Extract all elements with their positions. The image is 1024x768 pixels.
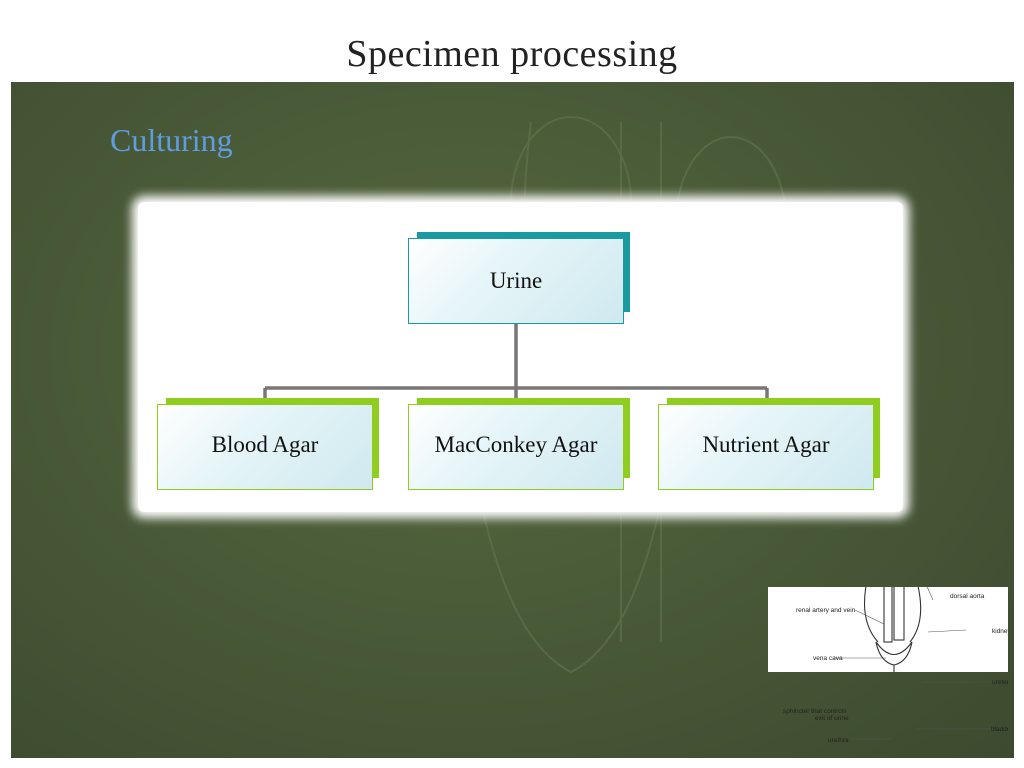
blood-agar-node: Blood Agar: [157, 398, 379, 490]
label-sphincter-1: sphincter that controls: [783, 708, 847, 715]
label-sphincter-2: exit of urine: [815, 715, 849, 722]
macconkey-agar-label: MacConkey Agar: [408, 404, 624, 490]
label-bladder: bladder: [991, 726, 1008, 733]
label-urethra: urethra: [828, 737, 849, 744]
label-ureter: ureter: [992, 679, 1008, 686]
macconkey-agar-node: MacConkey Agar: [408, 398, 630, 490]
label-renal-artery: renal artery and vein: [796, 607, 856, 614]
label-vena-cava: vena cava: [813, 655, 843, 662]
chalkboard-background: Culturing Urine Blood Agar MacConkey Aga…: [11, 82, 1014, 758]
label-dorsal-aorta: dorsal aorta: [950, 593, 985, 600]
slide-title: Specimen processing: [346, 33, 678, 75]
figure-leader-lines: [834, 587, 993, 740]
figure-background: [768, 587, 1008, 672]
urine-node-label: Urine: [408, 238, 624, 324]
blood-agar-label: Blood Agar: [157, 404, 373, 490]
label-kidney: kidney: [992, 628, 1008, 635]
urine-node: Urine: [408, 232, 630, 324]
diagram-panel: Urine Blood Agar MacConkey Agar Nutrient…: [138, 202, 903, 512]
nutrient-agar-label: Nutrient Agar: [658, 404, 874, 490]
urinary-system-figure: dorsal aorta renal artery and vein kidne…: [768, 587, 1008, 744]
nutrient-agar-node: Nutrient Agar: [658, 398, 880, 490]
section-heading: Culturing: [110, 122, 233, 158]
